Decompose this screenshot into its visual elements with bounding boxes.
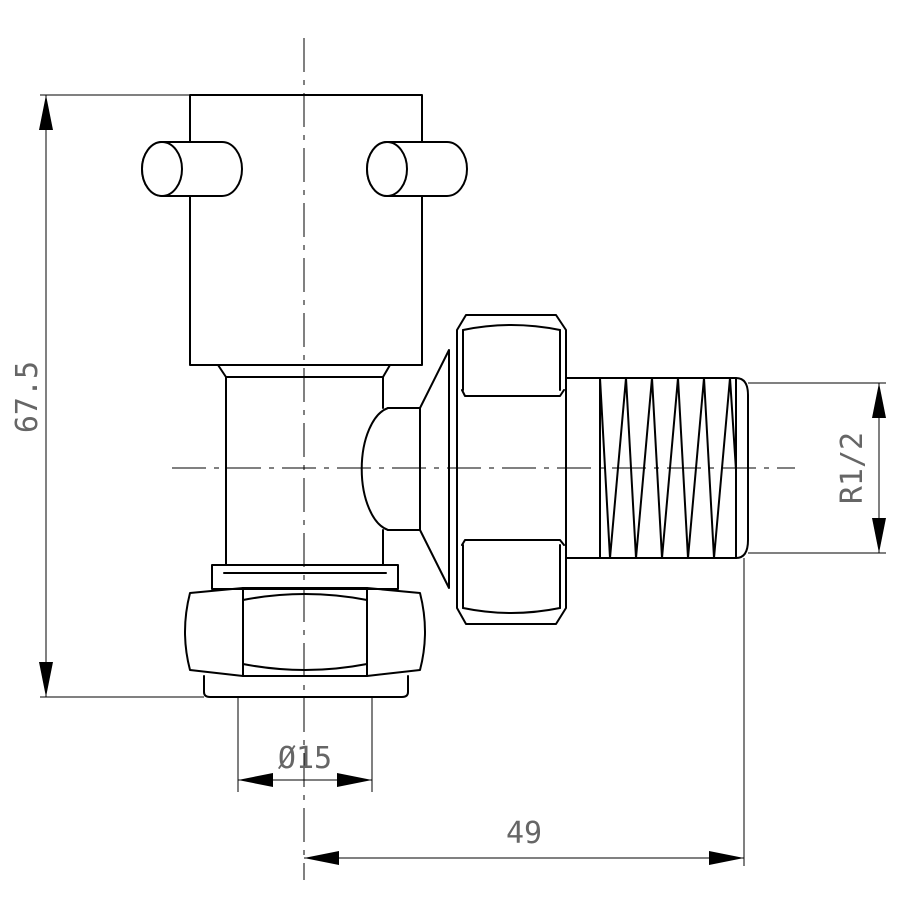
threaded-tail xyxy=(565,377,749,559)
valve-head xyxy=(141,94,468,366)
lower-nut xyxy=(184,587,426,698)
left-pin xyxy=(141,141,243,197)
thread-dimension: R1/2 xyxy=(748,382,886,554)
diameter-dimension-label: Ø15 xyxy=(278,741,332,776)
thread-dimension-label: R1/2 xyxy=(835,432,870,504)
height-dimension-label: 67.5 xyxy=(10,361,45,433)
height-dimension: 67.5 xyxy=(10,94,204,698)
length-dimension-label: 49 xyxy=(506,816,542,851)
length-dimension: 49 xyxy=(304,558,745,866)
diameter-dimension: Ø15 xyxy=(237,697,373,792)
right-pin xyxy=(366,141,468,197)
union-nut xyxy=(456,314,567,625)
valve-body xyxy=(211,349,450,590)
